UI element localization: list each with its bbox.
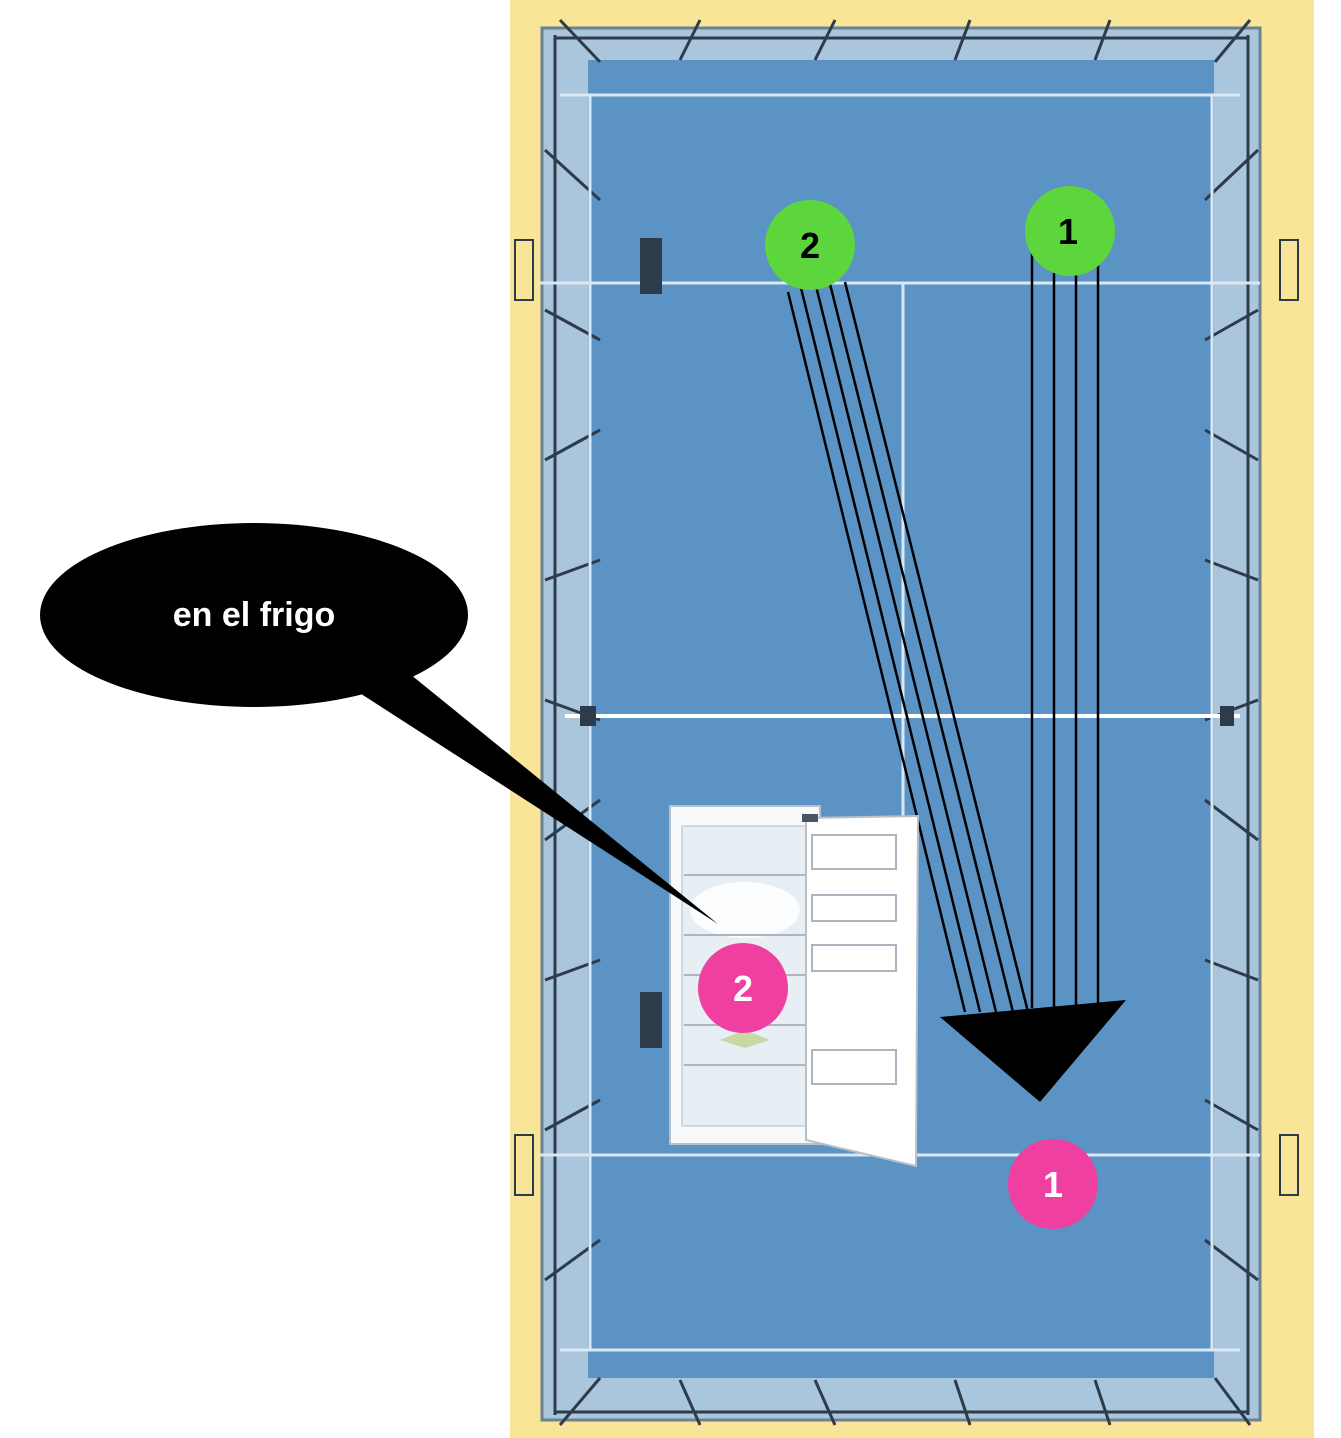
player-marker-1: 1 bbox=[1025, 186, 1115, 276]
wall-struts bbox=[543, 18, 1260, 1426]
speech-bubble-icon: en el frigo bbox=[40, 523, 718, 924]
ball-path-lines bbox=[1030, 248, 1100, 1008]
target-marker-1: 1 bbox=[1008, 1139, 1098, 1229]
speaker bbox=[640, 992, 662, 1048]
callout-text: en el frigo bbox=[173, 596, 335, 634]
target-number: 1 bbox=[1043, 1164, 1063, 1205]
player-number: 1 bbox=[1058, 211, 1078, 252]
speaker bbox=[640, 238, 662, 294]
net-post-left bbox=[580, 706, 596, 726]
court-surface bbox=[588, 60, 1214, 1378]
target-number: 2 bbox=[733, 968, 753, 1009]
target-marker-2: 2 bbox=[698, 943, 788, 1033]
fridge-icon bbox=[669, 805, 920, 1168]
arrow-down-icon bbox=[940, 1000, 1126, 1102]
net-post-right bbox=[1220, 706, 1234, 726]
player-number: 2 bbox=[800, 225, 820, 266]
player-marker-2: 2 bbox=[765, 200, 855, 290]
ball-path-lines bbox=[786, 281, 1030, 1013]
door-hinges bbox=[514, 239, 1299, 1196]
